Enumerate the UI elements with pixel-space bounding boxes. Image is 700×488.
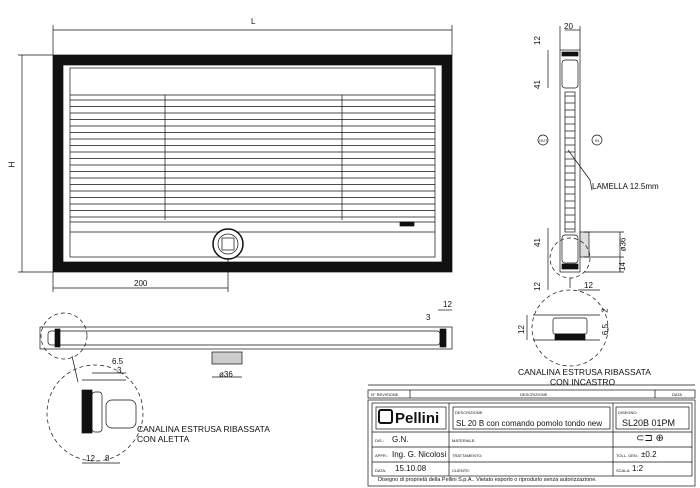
dim-knob-depth: 12 [584,281,593,290]
revision-date-header: DATA [672,392,683,397]
logo-mark-icon [378,409,393,424]
dim-width: L [251,17,256,26]
dim-knob-dia: ø36 [618,237,628,252]
drawing-label: DISEGNO: [618,410,638,415]
dim-left-3: 3 [117,366,122,375]
dim-bottom-box: 41 [532,238,542,247]
revision-description-header: DESCRIZIONE [520,392,548,397]
drawn-label: DIS.: [375,438,384,443]
front-view [18,25,453,292]
client-label: CLIENTE: [452,468,471,473]
ownership-notice: Disegno di proprietà della Pellini S.p.A… [378,477,597,483]
dim-top-rail: 12 [532,36,542,45]
dim-6-5: 6,5 [601,323,611,336]
projection-symbol-icon: ⊂⊐ ⊕ [636,433,664,444]
tolerance-value: ±0.2 [641,450,657,459]
dim-height: H [7,161,17,168]
dim-left-6-5: 6.5 [112,357,124,366]
material-label: MATERIALE: [452,438,476,443]
detail-left-caption: CANALINA ESTRUSA RIBASSATA [137,424,270,434]
pellini-logo: Pellini [378,409,439,427]
logo-text: Pellini [395,410,440,427]
dim-knob-offset: 200 [134,279,148,288]
dim-2: 2 [600,308,610,313]
dim-left-12: 12 [86,454,95,463]
in-label: IN [595,138,599,143]
dim-side-width: 20 [564,22,573,31]
side-view [526,26,624,367]
date-label: DATA: [375,468,387,473]
dim-section-12: 12 [443,300,452,309]
detail-right-caption: CANALINA ESTRUSA RIBASSATA [518,367,651,377]
dim-knob-offset-side: 14 [617,262,627,271]
section-view [39,309,453,464]
drawing-number: SL20B 01PM [622,418,676,428]
description-value: SL 20 B con comando pomolo tondo new [456,419,603,428]
dim-bottom-rail: 12 [532,282,542,291]
dim-section-3: 3 [426,313,431,322]
approved-value: Ing. G. Nicolosi [392,450,447,459]
detail-right-caption-2: CON INCASTRO [550,377,616,387]
approved-label: APPR.: [375,453,389,458]
slat-label: LAMELLA 12.5mm [592,182,659,191]
scale-label: SCALA: [616,468,631,473]
out-label: OUT [539,138,548,143]
dim-12: 12 [516,325,526,334]
date-value: 15.10.08 [395,464,427,473]
dim-section-knob: ø36 [219,370,233,379]
scale-value: 1:2 [632,464,644,473]
detail-left-caption-2: CON ALETTA [137,434,190,444]
drawn-value: G.N. [392,435,409,444]
dim-left-8: 8 [105,454,110,463]
knob [212,228,244,260]
dim-top-box: 41 [532,80,542,89]
description-label: DESCRIZIONE: [455,410,484,415]
treatment-label: TRATTAMENTO: [452,453,483,458]
title-block-lines [367,384,696,487]
revision-number-header: N° REVISIONE [371,392,399,397]
tolerance-label: TOLL. GEN.: [616,453,640,458]
